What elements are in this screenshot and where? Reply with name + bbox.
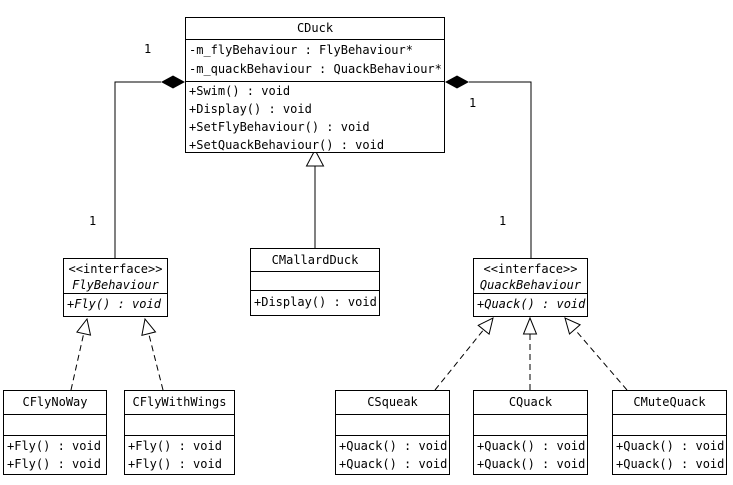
- generalization-triangle: [305, 148, 325, 167]
- composition-cduck-quackbehaviour: [445, 75, 532, 258]
- method-line: +Display() : void: [189, 102, 312, 116]
- method-line: +Quack() : void: [339, 457, 448, 471]
- realization-cmutequack-quackbehaviour: [564, 317, 628, 391]
- method-line: +Swim() : void: [189, 84, 291, 98]
- class-csqueak: CSqueak +Quack() : void +Quack() : void: [335, 390, 450, 475]
- method-line: +Fly() : void: [67, 297, 161, 311]
- attributes-compartment-empty: [4, 414, 106, 435]
- realization-triangle: [477, 317, 494, 335]
- method-line: +Display() : void: [254, 295, 377, 309]
- method-line: +Fly() : void: [7, 439, 101, 453]
- attribute-line: -m_flyBehaviour : FlyBehaviour*: [189, 43, 413, 57]
- realization-triangle: [522, 316, 538, 335]
- attributes-compartment-empty: [251, 271, 379, 290]
- method-line: +Fly() : void: [128, 457, 222, 471]
- realization-cflynoway-flybehaviour: [70, 317, 92, 391]
- multiplicity-quack-near-interface: 1: [499, 214, 507, 228]
- class-title: FlyBehaviour: [72, 278, 159, 292]
- class-title: CMuteQuack: [633, 395, 706, 409]
- class-title: CFlyNoWay: [22, 395, 88, 409]
- generalization-cmallardduck-cduck: [305, 148, 325, 248]
- realization-cflywithwings-flybehaviour: [141, 317, 164, 391]
- class-title: CMallardDuck: [271, 253, 359, 267]
- realization-cquack-quackbehaviour: [522, 316, 538, 390]
- interface-flybehaviour: <<interface>> FlyBehaviour +Fly() : void: [63, 258, 168, 317]
- realization-triangle: [76, 317, 92, 336]
- class-title: CDuck: [296, 21, 334, 35]
- method-line: +Quack() : void: [477, 439, 586, 453]
- method-line: +Quack() : void: [477, 457, 586, 471]
- class-cflywithwings: CFlyWithWings +Fly() : void +Fly() : voi…: [124, 390, 235, 475]
- multiplicity-fly-near-interface: 1: [89, 214, 97, 228]
- realization-triangle: [564, 317, 582, 335]
- composition-diamond-left: [161, 75, 185, 89]
- realization-triangle: [141, 317, 157, 336]
- method-line: +Quack() : void: [616, 457, 725, 471]
- attributes-compartment-empty: [125, 414, 234, 435]
- attribute-line: -m_quackBehaviour : QuackBehaviour*: [189, 62, 442, 76]
- class-title: QuackBehaviour: [479, 278, 582, 292]
- class-cduck: CDuck -m_flyBehaviour : FlyBehaviour* -m…: [185, 17, 445, 153]
- realization-csqueak-quackbehaviour: [434, 317, 494, 391]
- method-line: +SetQuackBehaviour() : void: [189, 138, 385, 152]
- interface-quackbehaviour: <<interface>> QuackBehaviour +Quack() : …: [473, 258, 588, 317]
- multiplicity-fly-near-cduck: 1: [144, 42, 152, 56]
- class-title: CFlyWithWings: [132, 395, 227, 409]
- method-line: +Quack() : void: [616, 439, 725, 453]
- class-cmutequack: CMuteQuack +Quack() : void +Quack() : vo…: [612, 390, 727, 475]
- class-title: CSqueak: [367, 395, 418, 409]
- method-line: +SetFlyBehaviour() : void: [189, 120, 370, 134]
- class-cquack: CQuack +Quack() : void +Quack() : void: [473, 390, 588, 475]
- method-line: +Quack() : void: [339, 439, 448, 453]
- composition-diamond-right: [445, 75, 469, 89]
- method-line: +Fly() : void: [128, 439, 222, 453]
- stereotype-label: <<interface>>: [483, 262, 578, 276]
- composition-cduck-flybehaviour: [114, 75, 185, 258]
- attributes-compartment-empty: [336, 414, 449, 435]
- stereotype-label: <<interface>>: [68, 262, 163, 276]
- class-cmallardduck: CMallardDuck +Display() : void: [250, 248, 380, 316]
- class-title: CQuack: [508, 395, 553, 409]
- class-cflynoway: CFlyNoWay +Fly() : void +Fly() : void: [3, 390, 107, 475]
- multiplicity-quack-near-cduck: 1: [469, 96, 477, 110]
- method-line: +Fly() : void: [7, 457, 101, 471]
- method-line: +Quack() : void: [477, 297, 586, 311]
- attributes-compartment-empty: [474, 414, 587, 435]
- attributes-compartment-empty: [613, 414, 726, 435]
